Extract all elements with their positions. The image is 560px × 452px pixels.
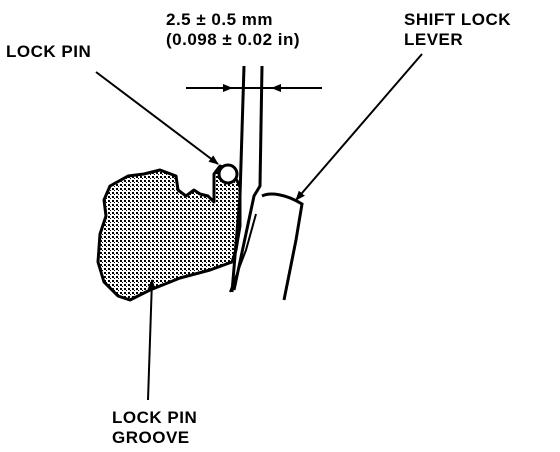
lock-pin-groove-label: LOCK PIN GROOVE — [112, 408, 197, 448]
lock-plate — [230, 65, 246, 293]
shift-lock-lever-label: SHIFT LOCK LEVER — [404, 10, 511, 50]
shift-lock-label-line1: SHIFT LOCK — [404, 10, 511, 29]
dimension-label: 2.5 ± 0.5 mm (0.098 ± 0.02 in) — [166, 10, 300, 50]
dimension-label-line2: (0.098 ± 0.02 in) — [166, 30, 301, 49]
groove-label-line2: GROOVE — [112, 428, 190, 447]
lock-pin-shape — [217, 163, 239, 185]
shift-lock-label-line2: LEVER — [404, 30, 464, 49]
dimension-label-line1: 2.5 ± 0.5 mm — [166, 10, 273, 29]
shift-lock-lever — [261, 192, 304, 301]
groove-label-line1: LOCK PIN — [112, 408, 198, 427]
lock-pin-label: LOCK PIN — [6, 42, 91, 62]
shift-lock-lever-inner — [229, 213, 257, 293]
groove-leader — [147, 279, 156, 401]
lock-plate-right-edge — [232, 65, 264, 291]
lock-pin-groove-shape — [96, 164, 242, 302]
lock-pin-label-text: LOCK PIN — [6, 42, 92, 61]
lock-pin-leader — [95, 71, 219, 165]
shift-lock-leader — [295, 53, 423, 201]
